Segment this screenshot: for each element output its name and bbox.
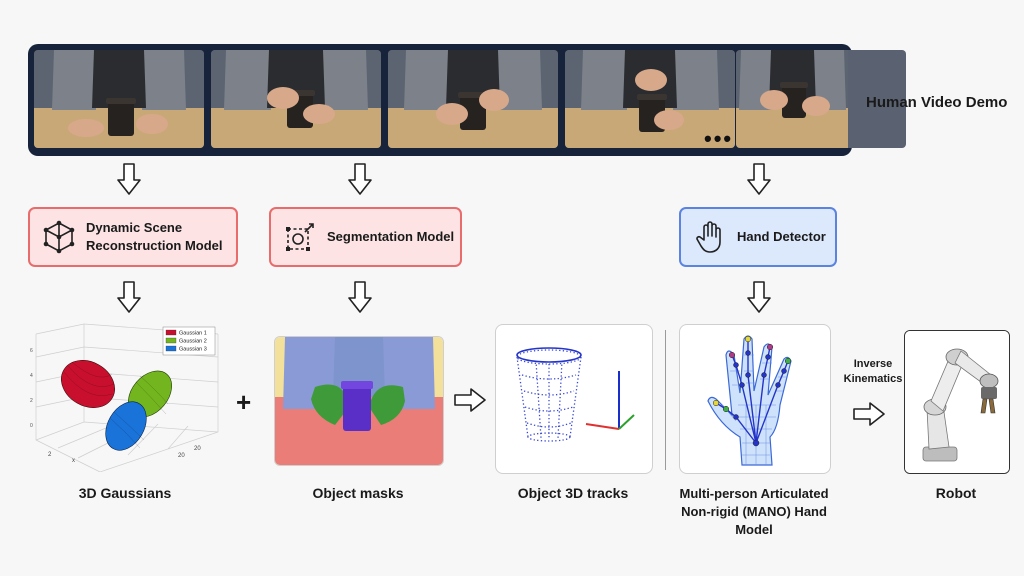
hand-model-caption-line2: Non-rigid (MANO) Hand Model	[681, 504, 827, 537]
object-masks-panel	[274, 336, 444, 466]
gaussians-caption: 3D Gaussians	[78, 485, 172, 501]
plus-sign: +	[236, 387, 252, 417]
y-tick: 20	[194, 446, 201, 452]
more-frames-ellipsis: •••	[704, 126, 734, 151]
down-arrow-icon	[348, 281, 372, 313]
box-title-line2: Reconstruction Model	[86, 238, 223, 253]
video-frame	[388, 50, 558, 148]
legend-swatch-3	[165, 345, 177, 352]
legend-swatch-2	[165, 337, 177, 344]
ik-line2: Kinematics	[843, 373, 903, 385]
hand-icon	[696, 221, 721, 253]
video-strip-label: Human Video Demo	[866, 94, 1008, 111]
svg-text:4: 4	[30, 373, 33, 379]
down-arrow-icon	[747, 163, 771, 195]
legend-label-2: Gaussian 2	[179, 339, 207, 345]
segmentation-model-box: Segmentation Model	[269, 207, 462, 267]
down-arrow-icon	[117, 163, 141, 195]
robot-panel	[904, 330, 1010, 474]
down-arrow-icon	[747, 281, 771, 313]
x-axis-label: x	[72, 458, 75, 464]
box-title-line1: Dynamic Scene	[86, 220, 183, 235]
box-title: Segmentation Model	[327, 229, 455, 244]
video-frame	[736, 50, 906, 148]
down-arrow-icon	[348, 163, 372, 195]
video-frame	[211, 50, 381, 148]
dynamic-scene-reconstruction-box: Dynamic Scene Reconstruction Model	[28, 207, 238, 267]
3d-cube-icon	[43, 220, 75, 254]
down-arrow-icon	[117, 281, 141, 313]
segmentation-icon	[286, 223, 314, 251]
right-arrow-icon	[853, 402, 885, 426]
video-strip	[28, 44, 906, 156]
object-tracks-caption: Object 3D tracks	[517, 485, 629, 501]
legend-label-3: Gaussian 3	[179, 347, 207, 353]
inverse-kinematics-label: Inverse Kinematics	[838, 357, 908, 387]
object-masks-caption: Object masks	[312, 485, 404, 501]
y-tick: 20	[178, 453, 185, 459]
hand-model-panel	[679, 324, 831, 474]
legend-label-1: Gaussian 1	[179, 331, 207, 337]
svg-text:6: 6	[30, 348, 33, 354]
right-arrow-icon	[454, 388, 486, 412]
gaussian-3-ellipsoid	[105, 401, 147, 451]
box-title: Hand Detector	[737, 229, 826, 244]
legend-swatch-1	[165, 329, 177, 336]
robot-caption: Robot	[935, 485, 977, 501]
svg-text:0: 0	[30, 423, 33, 429]
hand-model-caption: Multi-person Articulated Non-rigid (MANO…	[669, 485, 839, 539]
video-frame	[565, 50, 735, 148]
object-tracks-panel	[495, 324, 653, 474]
divider	[665, 330, 666, 470]
video-frame	[34, 50, 204, 148]
svg-text:2: 2	[30, 398, 33, 404]
hand-detector-box: Hand Detector	[679, 207, 837, 267]
ik-line1: Inverse	[853, 358, 893, 370]
x-tick: 2	[48, 452, 52, 458]
gaussian-1-ellipsoid	[61, 360, 115, 408]
hand-model-caption-line1: Multi-person Articulated	[679, 486, 829, 501]
